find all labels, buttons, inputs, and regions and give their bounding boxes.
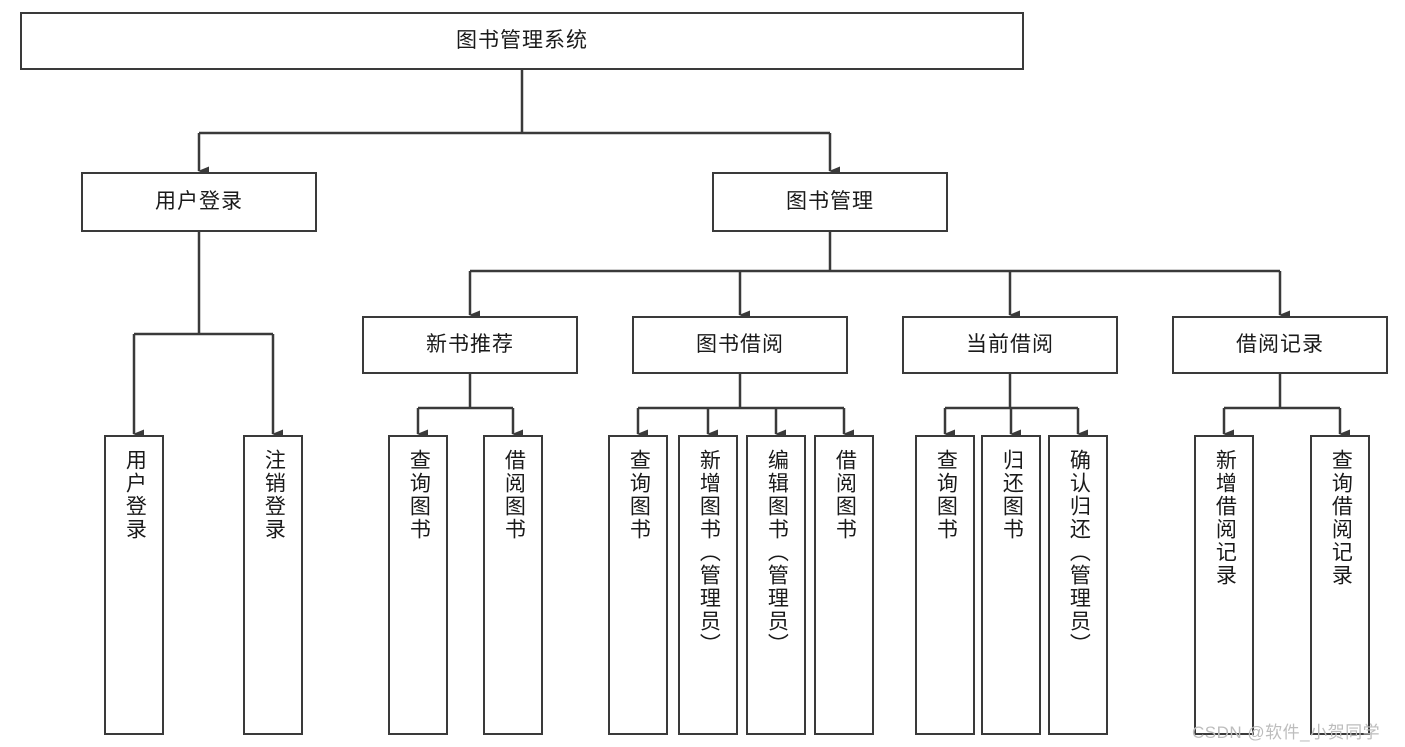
node-leaf-confirm-return[interactable]: 确认归还（管理员）: [1048, 435, 1108, 735]
node-leaf-edit-book[interactable]: 编辑图书（管理员）: [746, 435, 806, 735]
node-leaf-add-record[interactable]: 新增借阅记录: [1194, 435, 1254, 735]
node-label: 借阅图书: [833, 449, 857, 541]
node-borrow-record[interactable]: 借阅记录: [1172, 316, 1388, 374]
node-label: 图书管理: [786, 189, 874, 213]
node-label: 借阅图书: [502, 449, 526, 541]
node-leaf-query-record[interactable]: 查询借阅记录: [1310, 435, 1370, 735]
node-current-borrow[interactable]: 当前借阅: [902, 316, 1118, 374]
node-label: 新增图书（管理员）: [697, 449, 721, 656]
node-leaf-return-book[interactable]: 归还图书: [981, 435, 1041, 735]
node-book-borrow[interactable]: 图书借阅: [632, 316, 848, 374]
node-label: 查询图书: [407, 449, 431, 541]
node-label: 图书借阅: [696, 332, 784, 356]
node-label: 查询图书: [934, 449, 958, 541]
node-label: 归还图书: [1000, 449, 1024, 541]
wire-group: [132, 70, 1350, 439]
node-leaf-borrow-book-2[interactable]: 借阅图书: [814, 435, 874, 735]
node-label: 借阅记录: [1236, 332, 1324, 356]
node-label: 查询借阅记录: [1329, 449, 1353, 587]
node-leaf-query-book-3[interactable]: 查询图书: [915, 435, 975, 735]
node-leaf-logout[interactable]: 注销登录: [243, 435, 303, 735]
node-leaf-query-book-1[interactable]: 查询图书: [388, 435, 448, 735]
node-label: 确认归还（管理员）: [1067, 449, 1091, 656]
node-leaf-borrow-book-1[interactable]: 借阅图书: [483, 435, 543, 735]
node-label: 用户登录: [155, 189, 243, 213]
node-leaf-query-book-2[interactable]: 查询图书: [608, 435, 668, 735]
node-label: 图书管理系统: [456, 28, 588, 52]
node-label: 当前借阅: [966, 332, 1054, 356]
node-label: 查询图书: [627, 449, 651, 541]
node-new-book-rec[interactable]: 新书推荐: [362, 316, 578, 374]
node-leaf-user-login[interactable]: 用户登录: [104, 435, 164, 735]
node-user-login[interactable]: 用户登录: [81, 172, 317, 232]
node-root[interactable]: 图书管理系统: [20, 12, 1024, 70]
node-leaf-add-book[interactable]: 新增图书（管理员）: [678, 435, 738, 735]
node-label: 新书推荐: [426, 332, 514, 356]
watermark-text: CSDN @软件_小贺同学: [1192, 723, 1381, 742]
node-label: 编辑图书（管理员）: [765, 449, 789, 656]
node-book-manage[interactable]: 图书管理: [712, 172, 948, 232]
node-label: 新增借阅记录: [1213, 449, 1237, 587]
node-label: 注销登录: [262, 449, 286, 541]
node-label: 用户登录: [123, 449, 147, 541]
